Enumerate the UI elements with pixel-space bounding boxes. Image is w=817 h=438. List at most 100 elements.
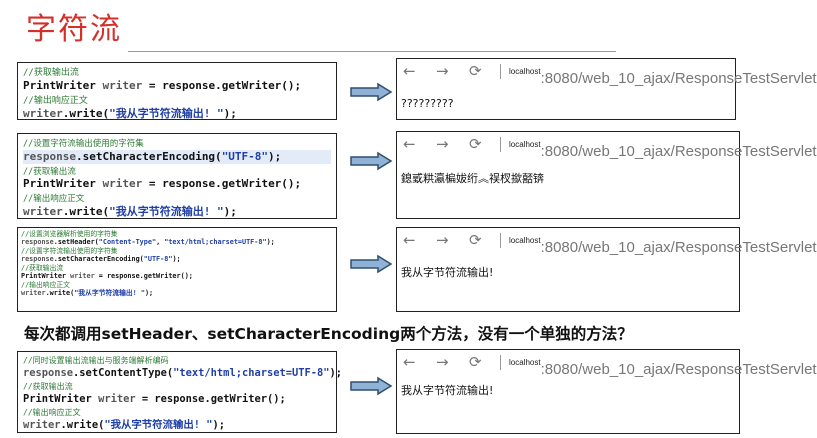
code-comment: //获取输出流: [23, 68, 79, 78]
right-arrow-icon: [350, 254, 393, 274]
code-token: .write(: [60, 419, 105, 431]
address-bar[interactable]: localhost:8080/web_10_ajax/ResponseTestS…: [509, 67, 817, 87]
forward-arrow-icon[interactable]: →: [436, 353, 449, 371]
page-content: 我从字节符流输出!: [401, 266, 494, 279]
code-line: PrintWriter writer = response.getWriter(…: [23, 393, 331, 406]
reload-icon[interactable]: ⟳: [469, 62, 482, 80]
code-line: response.setContentType("text/html;chars…: [23, 367, 342, 380]
code-token: "我从字节符流输出! ": [109, 107, 224, 121]
back-arrow-icon[interactable]: ←: [403, 353, 416, 371]
url-path: :8080/web_10_ajax/ResponseTestServlet: [540, 70, 817, 87]
code-token: .setHeader(: [53, 238, 99, 247]
code-comment: //设置浏览器解析使用的字符集: [21, 230, 118, 238]
code-token: .setCharacterEncoding(: [75, 149, 222, 163]
browser-toolbar: ← → ⟳ localhost:8080/web_10_ajax/ResponseTe…: [397, 59, 817, 87]
code-token: );: [212, 419, 226, 431]
code-token: );: [144, 289, 154, 298]
question-text: 每次都调用setHeader、setCharacterEncoding两个方法，…: [24, 325, 633, 343]
code-line: PrintWriter writer = response.getWriter(…: [23, 79, 331, 93]
code-line: //同时设置输出流输出与服务端解析编码: [23, 354, 331, 367]
forward-arrow-icon[interactable]: →: [436, 135, 449, 153]
code-line: //获取输出流: [21, 264, 333, 272]
code-comment: //输出响应正文: [23, 194, 85, 204]
code-line: writer.write("我从字节符流输出! ");: [21, 289, 333, 297]
code-line: //设置字符流输出使用的字符集: [21, 247, 333, 255]
browser-window-2: ← → ⟳ localhost:8080/web_10_ajax/ResponseTe…: [396, 131, 817, 219]
code-token: );: [172, 255, 181, 264]
reload-icon[interactable]: ⟳: [469, 353, 482, 371]
url-host: localhost: [509, 67, 541, 76]
toolbar-separator: [500, 137, 501, 152]
code-token: response: [23, 149, 76, 163]
forward-arrow-icon[interactable]: →: [436, 62, 449, 80]
code-token: response: [23, 367, 74, 379]
code-token: .write(: [62, 204, 110, 218]
code-line: //设置字符流输出使用的字符集: [23, 136, 331, 150]
code-token: writer: [102, 79, 143, 93]
forward-arrow-icon[interactable]: →: [436, 231, 449, 249]
code-token: );: [266, 238, 275, 247]
code-token: "我从字节符流输出! ": [74, 289, 145, 298]
url-path: :8080/web_10_ajax/ResponseTestServlet: [540, 143, 817, 160]
address-bar[interactable]: localhost:8080/web_10_ajax/ResponseTestS…: [509, 140, 817, 160]
code-comment: //获取输出流: [23, 166, 76, 177]
code-line: //获取输出流: [23, 164, 331, 178]
code-token: "UTF-8": [221, 149, 269, 163]
address-bar[interactable]: localhost:8080/web_10_ajax/ResponseTestS…: [509, 358, 817, 378]
code-token: writer: [23, 419, 61, 431]
code-token: response: [21, 255, 54, 264]
code-token: PrintWriter: [23, 79, 103, 93]
code-token: PrintWriter: [23, 393, 99, 405]
back-arrow-icon[interactable]: ←: [403, 135, 416, 153]
code-token: );: [223, 107, 237, 121]
code-line: //输出响应正文: [23, 191, 331, 205]
reload-icon[interactable]: ⟳: [469, 231, 482, 249]
address-bar[interactable]: localhost:8080/web_10_ajax/ResponseTestS…: [509, 236, 817, 256]
code-comment: //设置字符流输出使用的字符集: [23, 139, 144, 149]
back-arrow-icon[interactable]: ←: [403, 62, 416, 80]
code-token: );: [223, 204, 237, 218]
code-line: response.setCharacterEncoding("UTF-8");: [23, 149, 331, 164]
code-comment: //同时设置输出流输出与服务端解析编码: [23, 356, 169, 365]
toolbar-separator: [500, 355, 501, 370]
code-token: "Content-Type": [98, 238, 157, 247]
code-token: = response.getWriter();: [135, 393, 286, 405]
code-comment: //输出响应正文: [23, 408, 81, 417]
slide-title: 字符流: [26, 12, 122, 47]
code-token: PrintWriter: [21, 272, 71, 281]
page-content: 鎴戜粠瀛楄妭绗︽祦杈撳嚭锛: [401, 172, 544, 185]
code-line: //输出响应正文: [23, 93, 331, 107]
code-token: "我从字节符流输出! ": [104, 419, 213, 431]
right-arrow-icon: [350, 82, 393, 102]
code-comment: //设置字符流输出使用的字符集: [21, 246, 118, 255]
code-token: = response.getWriter();: [94, 272, 193, 281]
code-token: writer: [70, 272, 95, 281]
right-arrow-icon: [350, 151, 393, 171]
code-token: ,: [156, 238, 165, 247]
code-token: response: [21, 238, 54, 247]
code-token: "UTF-8": [143, 255, 173, 264]
code-comment: //输出响应正文: [21, 280, 70, 289]
code-token: .write(: [62, 107, 110, 121]
code-line: response.setCharacterEncoding("UTF-8");: [21, 255, 333, 263]
browser-window-3: ← → ⟳ localhost:8080/web_10_ajax/ResponseTe…: [396, 227, 817, 312]
code-token: "text/html;charset=UTF-8": [173, 367, 330, 379]
code-line: writer.write("我从字节符流输出! ");: [23, 419, 331, 432]
code-token: writer: [98, 393, 136, 405]
code-token: writer: [23, 204, 63, 218]
code-token: .write(: [45, 289, 75, 298]
page-content: 我从字节符流输出!: [401, 384, 494, 397]
code-line: PrintWriter writer = response.getWriter(…: [23, 177, 331, 191]
code-token: writer: [102, 177, 143, 191]
code-token: writer: [21, 289, 46, 298]
code-line: //设置浏览器解析使用的字符集: [21, 230, 333, 238]
code-token: "我从字节符流输出! ": [109, 204, 224, 218]
code-line: //获取输出流: [23, 380, 331, 393]
title-divider: [128, 51, 616, 52]
browser-toolbar: ← → ⟳ localhost:8080/web_10_ajax/ResponseTe…: [397, 350, 817, 378]
back-arrow-icon[interactable]: ←: [403, 231, 416, 249]
browser-toolbar: ← → ⟳ localhost:8080/web_10_ajax/ResponseTe…: [397, 228, 817, 256]
url-host: localhost: [509, 358, 541, 367]
reload-icon[interactable]: ⟳: [469, 135, 482, 153]
